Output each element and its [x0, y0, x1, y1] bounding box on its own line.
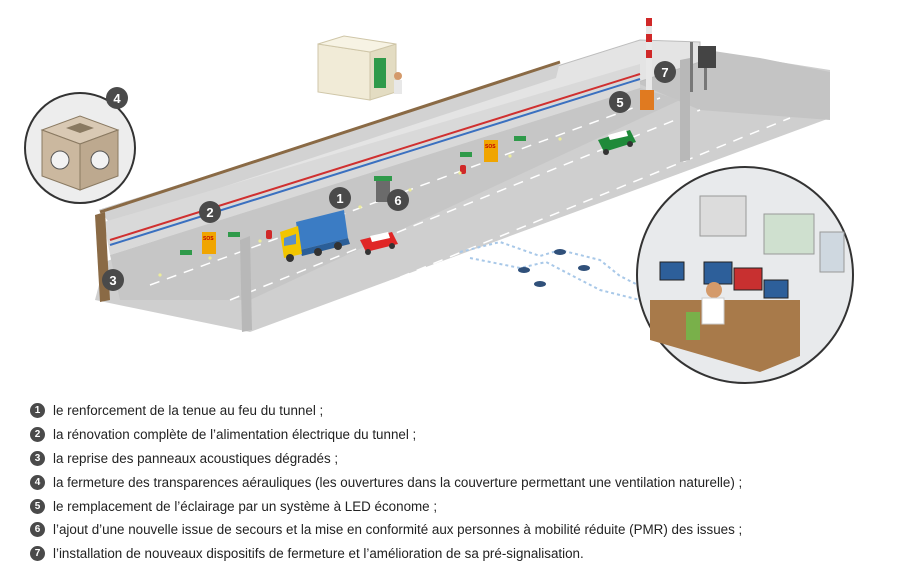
legend-item: 3 la reprise des panneaux acoustiques dé…: [30, 447, 890, 471]
legend-item: 1 le renforcement de la tenue au feu du …: [30, 399, 890, 423]
legend-item: 7 l’installation de nouveaux dispositifs…: [30, 542, 890, 566]
callout-2-marker: [199, 201, 221, 223]
lane-marking: [149, 97, 661, 286]
data-cable: [469, 257, 641, 301]
legend-text: la reprise des panneaux acoustiques dégr…: [53, 450, 339, 466]
legend-number-badge: 7: [30, 546, 45, 562]
exit-sign: [228, 232, 240, 237]
legend-item: 5 le remplacement de l’éclairage par un …: [30, 494, 890, 518]
legend-text: l’ajout d’une nouvelle issue de secours …: [53, 522, 743, 538]
tunnel-emergency-exit-sign: [374, 176, 392, 181]
legend-item: 2 la rénovation complète de l’alimentati…: [30, 423, 890, 447]
legend-text: la rénovation complète de l’alimentation…: [53, 427, 417, 443]
lane-marking: [299, 117, 791, 319]
sos-panel-label: SOS: [203, 236, 214, 242]
legend-number-badge: 4: [30, 474, 45, 490]
closing-barrier: [640, 18, 654, 110]
legend-number-badge: 5: [30, 498, 45, 514]
legend-text: l’installation de nouveaux dispositifs d…: [53, 546, 584, 562]
control-room-inset: [636, 166, 854, 384]
callout-3-label: 3: [109, 273, 116, 288]
sos-panel: [484, 140, 498, 162]
callout-1-marker: [329, 187, 351, 209]
fire-equipment: [460, 165, 466, 174]
exit-building-roof: [317, 35, 397, 53]
fire-equipment: [266, 230, 272, 239]
callout-5-marker: [609, 91, 631, 113]
callout-2-label: 2: [206, 205, 213, 220]
callout-6-marker: [387, 189, 409, 211]
exit-building-front: [317, 43, 371, 101]
exit-door: [374, 58, 386, 88]
legend-item: 6 l’ajout d’une nouvelle issue de secour…: [30, 518, 890, 542]
callout-7-label: 7: [661, 65, 668, 80]
tunnel-top-edge: [99, 60, 561, 214]
legend-text: la fermeture des transparences aérauliqu…: [53, 474, 743, 490]
callout-4-marker: [106, 87, 128, 109]
operator-icon: [701, 297, 725, 325]
ventilation-inset: [24, 92, 136, 204]
legend-number-badge: 3: [30, 450, 45, 466]
works-legend: 1 le renforcement de la tenue au feu du …: [30, 399, 890, 566]
tunnel-roof-band: [100, 62, 560, 224]
legend-number-badge: 2: [30, 427, 45, 443]
exit-sign: [460, 152, 472, 157]
network-node: [534, 281, 546, 287]
callout-1-label: 1: [336, 191, 343, 206]
legend-text: le remplacement de l’éclairage par un sy…: [53, 498, 438, 514]
tunnel-illustration: SOS SOS: [24, 18, 854, 384]
green-car: [598, 130, 636, 155]
tunnel-back-wall: [104, 64, 640, 255]
legend-text: le renforcement de la tenue au feu du tu…: [53, 403, 324, 419]
red-car: [360, 232, 398, 255]
person-icon: [394, 80, 402, 94]
callout-6-label: 6: [394, 193, 401, 208]
operator-icon: [706, 282, 722, 298]
pre-signal-panel: [690, 42, 716, 92]
sos-panel: [202, 232, 216, 254]
chair-icon: [686, 312, 700, 340]
truck: [280, 210, 350, 262]
fan-icon: [90, 150, 110, 170]
tunnel-front-frame: [240, 236, 252, 332]
network-node: [554, 249, 566, 255]
exit-sign: [514, 136, 526, 141]
cable-line-blue: [109, 78, 641, 246]
callout-3-marker: [102, 269, 124, 291]
callout-5-label: 5: [616, 95, 623, 110]
network-node: [518, 267, 530, 273]
callout-4-label: 4: [113, 91, 121, 106]
person-icon: [394, 72, 402, 80]
fan-icon: [50, 150, 70, 170]
legend-number-badge: 6: [30, 522, 45, 538]
sos-panel-label: SOS: [485, 144, 496, 150]
legend-item: 4 la fermeture des transparences aérauli…: [30, 470, 890, 494]
exit-sign: [180, 250, 192, 255]
network-node: [578, 265, 590, 271]
legend-number-badge: 1: [30, 403, 45, 419]
cable-line-red: [109, 73, 641, 241]
tunnel-support: [680, 58, 690, 162]
tunnel-emergency-exit: [376, 180, 390, 202]
callout-7-marker: [654, 61, 676, 83]
